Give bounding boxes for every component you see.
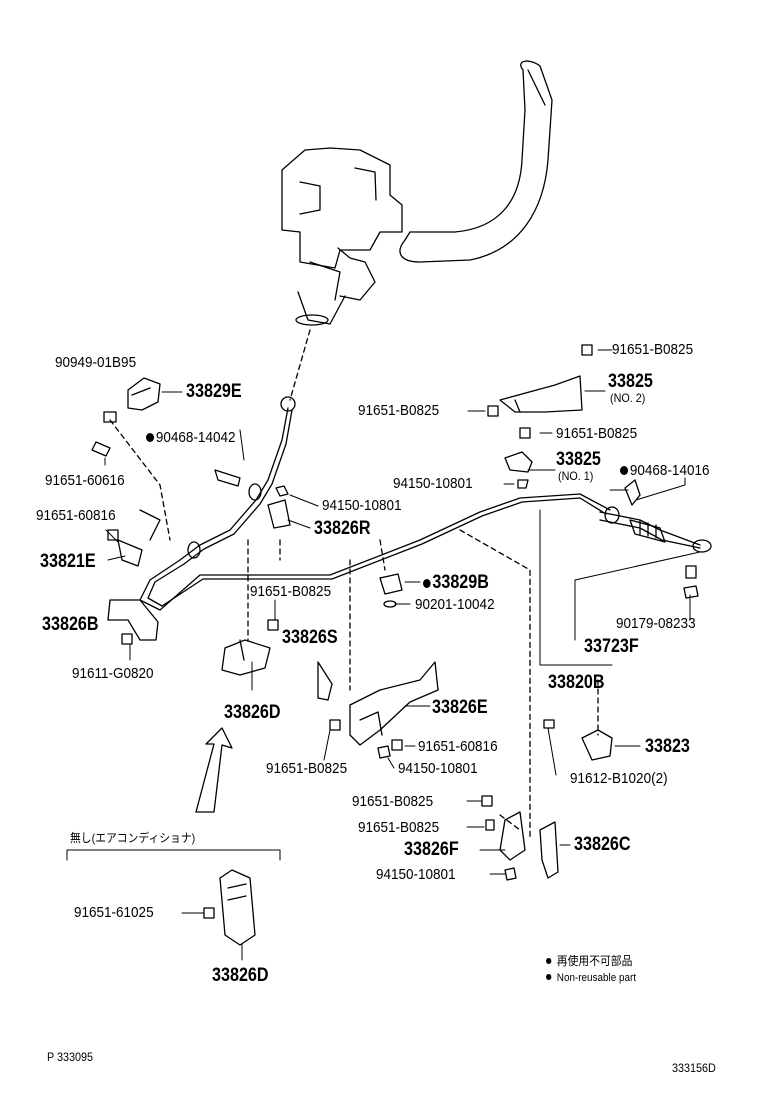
label-90179-08233: 90179-08233	[616, 615, 696, 632]
label-91651-B0825-tr2: 91651-B0825	[358, 402, 440, 419]
variant-arrow	[195, 727, 233, 813]
label-33826S: 33826S	[282, 627, 338, 648]
label-33723F: 33723F	[584, 636, 639, 657]
label-33823: 33823	[645, 736, 690, 757]
label-33826F: 33826F	[404, 839, 459, 860]
legend-dot	[546, 958, 552, 964]
label-no2: (NO. 2)	[610, 391, 646, 405]
label-90468-14042: 90468-14042	[146, 430, 235, 446]
label-33826D-top: 33826D	[224, 702, 281, 723]
variant-note: 無し(エアコンディショナ)	[70, 831, 196, 845]
parts	[91, 344, 699, 946]
label-91651-B0825-b2: 91651-B0825	[358, 819, 440, 836]
label-94150-10801-right: 94150-10801	[393, 475, 473, 492]
legend-en: Non-reusable part	[546, 972, 636, 984]
label-33829B: 33829B	[423, 573, 489, 593]
label-33826R: 33826R	[314, 518, 371, 539]
non-reusable-dot	[620, 466, 629, 475]
label-91651-B0825-b1: 91651-B0825	[352, 793, 434, 810]
label-91651-60816-mid: 91651-60816	[418, 738, 498, 755]
leader-lines	[66, 349, 701, 961]
label-91651-B0825-tr1: 91651-B0825	[612, 341, 694, 358]
legend-dot	[546, 974, 552, 980]
label-33826D-bottom: 33826D	[212, 965, 269, 986]
label-91651-B0825-lower: 91651-B0825	[266, 760, 348, 777]
label-94150-10801-mid: 94150-10801	[398, 760, 478, 777]
shift-lever-assembly	[281, 60, 553, 326]
label-33825-no1: 33825	[556, 449, 601, 470]
label-91651-61025: 91651-61025	[74, 904, 154, 921]
label-91651-B0825-mid: 91651-B0825	[250, 583, 332, 600]
label-91651-B0825-tr3: 91651-B0825	[556, 425, 638, 442]
label-90468-14016: 90468-14016	[620, 463, 709, 479]
label-33821E: 33821E	[40, 551, 96, 572]
legend-jp: 再使用不可部品	[546, 955, 632, 968]
label-91651-60816-left: 91651-60816	[36, 507, 116, 524]
label-91612-B1020: 91612-B1020(2)	[570, 770, 668, 787]
label-33826B: 33826B	[42, 614, 99, 635]
label-no1: (NO. 1)	[558, 469, 594, 483]
label-91611-G0820: 91611-G0820	[72, 665, 154, 682]
page-code: P 333095	[47, 1050, 94, 1064]
reference-lines	[109, 329, 599, 841]
label-91651-60616: 91651-60616	[45, 472, 125, 489]
label-94150-10801-top: 94150-10801	[322, 497, 402, 514]
label-94150-10801-bottom: 94150-10801	[376, 866, 456, 883]
label-90949-01B95: 90949-01B95	[55, 354, 137, 371]
label-33826E: 33826E	[432, 697, 488, 718]
label-33820B: 33820B	[548, 672, 605, 693]
figure-code: 333156D	[672, 1061, 716, 1075]
label-33829E: 33829E	[186, 381, 242, 402]
label-33826C: 33826C	[574, 834, 631, 855]
label-33825-no2: 33825	[608, 371, 653, 392]
label-90201-10042: 90201-10042	[415, 596, 495, 613]
non-reusable-dot	[423, 579, 431, 588]
non-reusable-dot	[146, 433, 155, 442]
